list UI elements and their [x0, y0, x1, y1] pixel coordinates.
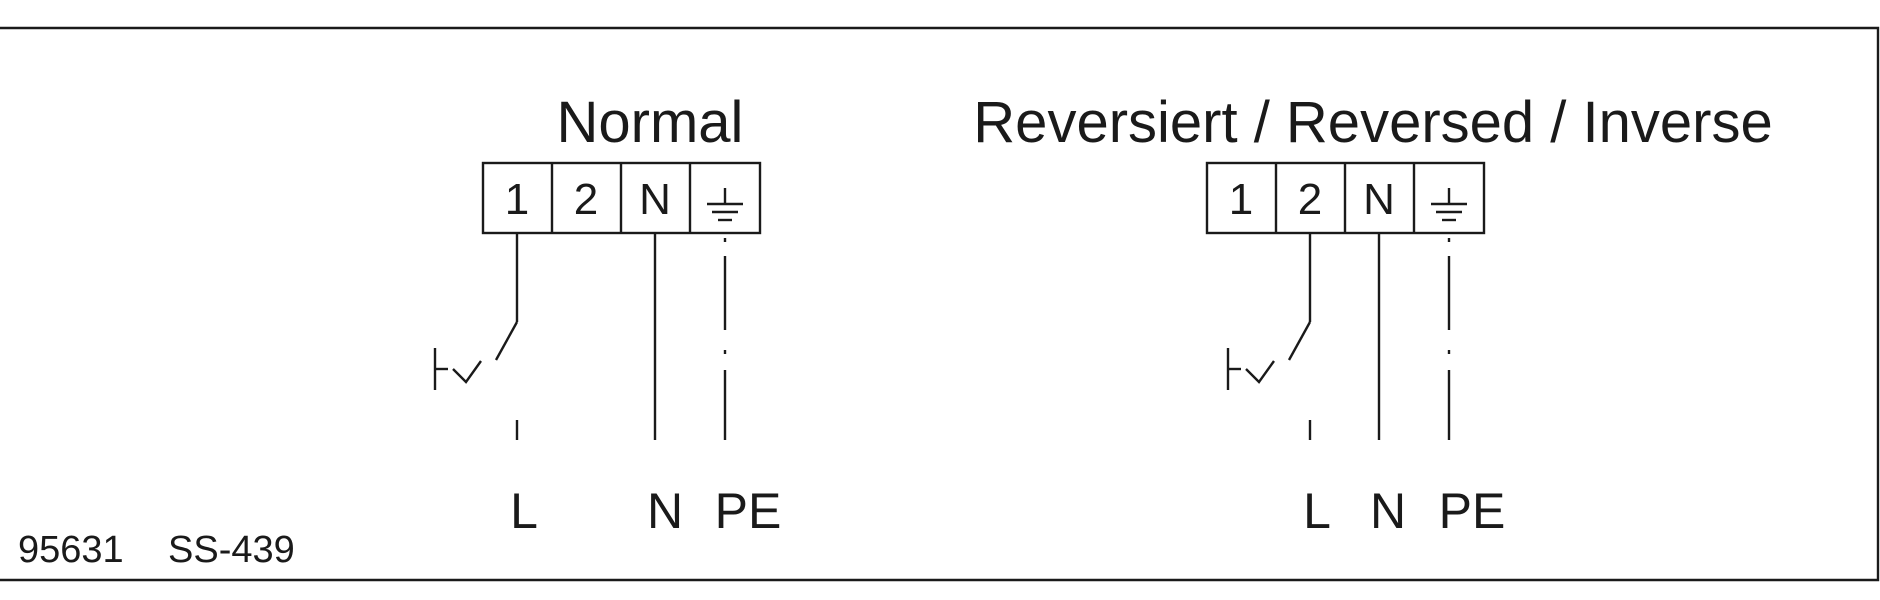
- switch-actuator-icon: [433, 348, 482, 390]
- switch-actuator-icon: [1226, 348, 1275, 390]
- conductor-label-pe: PE: [715, 483, 782, 539]
- wire-l: [494, 233, 519, 440]
- diagram-title: Reversiert / Reversed / Inverse: [973, 90, 1772, 155]
- terminal-block: 1 2 N: [1205, 161, 1486, 235]
- conductor-label-pe: PE: [1439, 483, 1506, 539]
- footer-code: SS-439: [168, 529, 295, 571]
- conductor-label-n: N: [1370, 483, 1406, 539]
- diagram-title: Normal: [557, 90, 744, 155]
- earth-ground-icon: [707, 188, 743, 222]
- terminal-label-n: N: [1363, 175, 1395, 224]
- terminal-label-1: 1: [1229, 175, 1253, 224]
- earth-ground-icon: [1431, 188, 1467, 222]
- conductor-label-n: N: [647, 483, 683, 539]
- conductor-label-l: L: [1303, 483, 1331, 539]
- terminal-label-1: 1: [505, 175, 529, 224]
- terminal-label-n: N: [639, 175, 671, 224]
- terminal-label-2: 2: [1298, 175, 1322, 224]
- diagram-normal: Normal 1 2 N: [433, 90, 782, 539]
- diagram-reversed: Reversiert / Reversed / Inverse 1 2 N: [973, 90, 1772, 539]
- terminal-block: 1 2 N: [481, 161, 762, 235]
- outer-frame: [0, 26, 1880, 582]
- switch-contact: [1287, 321, 1312, 361]
- footer-number: 95631: [18, 529, 124, 571]
- switch-contact: [494, 321, 519, 361]
- terminal-label-2: 2: [574, 175, 598, 224]
- conductor-label-l: L: [510, 483, 538, 539]
- wire-l: [1287, 233, 1312, 440]
